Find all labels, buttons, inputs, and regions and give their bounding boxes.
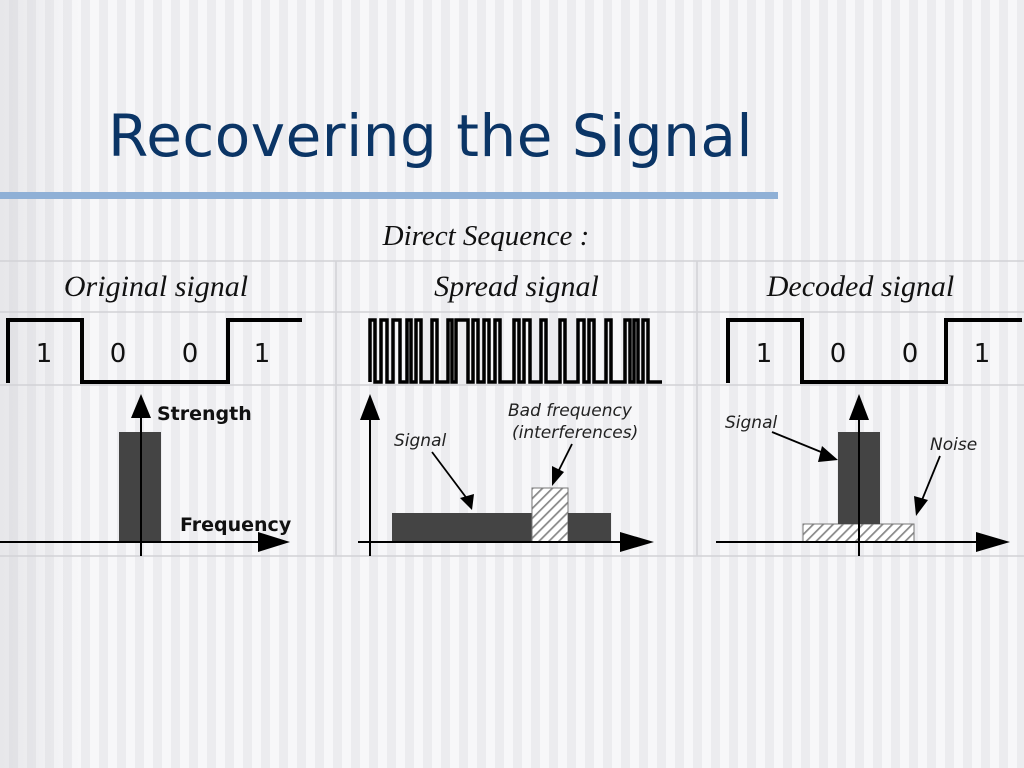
column-label-original: Original signal (63, 270, 249, 303)
arrow-head-icon (818, 446, 838, 462)
arrow-head-icon (976, 532, 1010, 552)
subtitle: Direct Sequence : (382, 220, 590, 252)
original-waveform: 1 0 0 1 (6, 318, 302, 384)
decoded-bit-1: 1 (756, 339, 773, 369)
arrow-head-icon (914, 496, 928, 516)
annotation-signal: Signal (394, 431, 446, 451)
original-bit-3: 0 (182, 339, 199, 369)
spread-waveform (368, 318, 662, 384)
arrow-head-icon (620, 532, 654, 552)
title-underline (0, 192, 778, 199)
annotation-signal-decoded: Signal (725, 413, 777, 433)
spread-spectrum: Signal Bad frequency (interferences) (358, 394, 654, 556)
arrow-head-icon (258, 532, 290, 552)
decoded-bit-3: 0 (902, 339, 919, 369)
arrow-head-icon (849, 394, 869, 420)
original-bit-4: 1 (254, 339, 271, 369)
column-label-spread: Spread signal (434, 270, 599, 303)
arrow-head-icon (360, 394, 380, 420)
original-bit-2: 0 (110, 339, 127, 369)
annotation-bad-frequency: Bad frequency (508, 401, 633, 421)
page-title: Recovering the Signal (108, 102, 754, 170)
original-spectrum: Strength Frequency (0, 394, 292, 556)
decoded-spectrum: Signal Noise (716, 394, 1010, 556)
decoded-bit-2: 0 (830, 339, 847, 369)
arrow-head-icon (460, 494, 474, 510)
arrow-head-icon (131, 394, 151, 418)
axis-label-strength: Strength (157, 403, 252, 425)
decoded-bit-4: 1 (974, 339, 991, 369)
annotation-interferences: (interferences) (512, 423, 638, 443)
spread-signal-bar-tail (568, 513, 611, 542)
original-bit-1: 1 (36, 339, 53, 369)
background-shade (0, 0, 80, 768)
decoded-waveform: 1 0 0 1 (726, 318, 1022, 384)
spread-signal-bar (392, 513, 532, 542)
annotation-noise: Noise (930, 435, 977, 455)
column-label-decoded: Decoded signal (766, 270, 955, 303)
arrow-head-icon (552, 466, 564, 486)
bad-frequency-bar (531, 487, 569, 543)
axis-label-frequency: Frequency (180, 514, 292, 536)
